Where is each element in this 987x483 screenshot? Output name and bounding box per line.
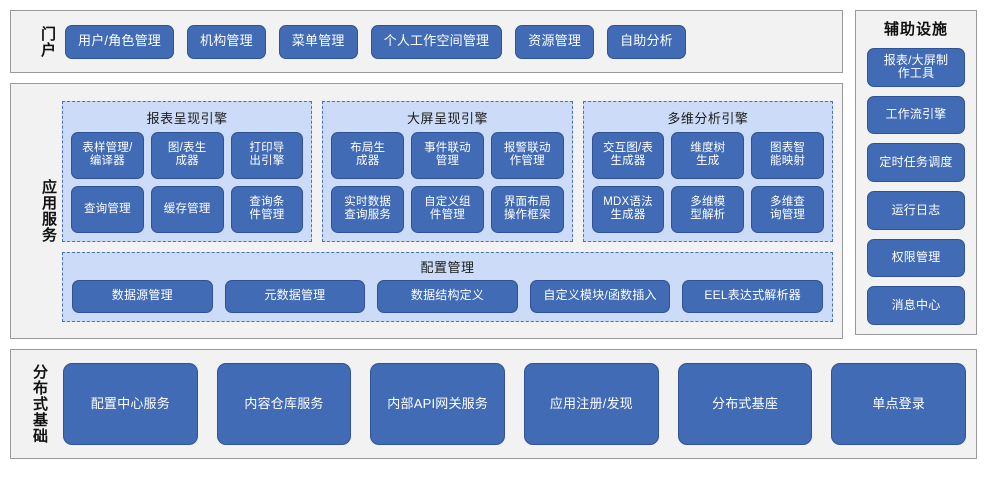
dist-item-single-sign-on[interactable]: 单点登录 (831, 363, 967, 445)
engine-item-cache-management[interactable]: 缓存管理 (150, 185, 224, 233)
aux-item-message-center[interactable]: 消息中心 (867, 286, 965, 326)
engine-item-alarm-linkage-action-management[interactable]: 报警联动 作管理 (490, 131, 564, 179)
application-services-section: 应用服务 报表呈现引擎 表样管理/ 编译器 图/表生 成器 打印导 出引擎 查询… (10, 83, 843, 339)
engine-item-ui-layout-operation-framework[interactable]: 界面布局 操作框架 (490, 185, 564, 233)
engine-item-chart-table-generator[interactable]: 图/表生 成器 (150, 131, 224, 179)
engine-item-query-condition-management[interactable]: 查询条 件管理 (230, 185, 304, 233)
portal-item-resource-management[interactable]: 资源管理 (515, 24, 595, 59)
config-item-custom-module-function-insertion[interactable]: 自定义模块/函数插入 (529, 279, 671, 313)
engine-item-print-export-engine[interactable]: 打印导 出引擎 (230, 131, 304, 179)
aux-item-permission-management[interactable]: 权限管理 (867, 238, 965, 278)
config-item-metadata-management[interactable]: 元数据管理 (224, 279, 366, 313)
engine-item-event-linkage-management[interactable]: 事件联动 管理 (411, 131, 484, 179)
distributed-base-button-row: 配置中心服务 内容仓库服务 内部API网关服务 应用注册/发现 分布式基座 单点… (63, 350, 967, 458)
portal-item-self-service-analysis[interactable]: 自助分析 (607, 24, 686, 59)
engine-item-chart-intelligent-mapping[interactable]: 图表智 能映射 (751, 131, 824, 179)
config-item-data-structure-definition[interactable]: 数据结构定义 (377, 279, 518, 313)
config-item-datasource-management[interactable]: 数据源管理 (72, 279, 213, 313)
engine-panel-report-rendering: 报表呈现引擎 表样管理/ 编译器 图/表生 成器 打印导 出引擎 查询管理 缓存… (62, 100, 313, 242)
aux-item-workflow-engine[interactable]: 工作流引擎 (867, 95, 965, 135)
aux-item-scheduled-task-scheduling[interactable]: 定时任务调度 (867, 143, 965, 183)
configuration-management-panel: 配置管理 数据源管理 元数据管理 数据结构定义 自定义模块/函数插入 EEL表达… (62, 251, 833, 322)
aux-item-report-screen-authoring-tool[interactable]: 报表/大屏制 作工具 (867, 48, 965, 87)
configuration-management-row: 数据源管理 元数据管理 数据结构定义 自定义模块/函数插入 EEL表达式解析器 (72, 279, 823, 313)
portal-item-organization-management[interactable]: 机构管理 (187, 24, 266, 59)
engine-item-query-management[interactable]: 查询管理 (71, 185, 144, 233)
dist-item-content-repository-service[interactable]: 内容仓库服务 (216, 363, 352, 445)
portal-item-personal-workspace-management[interactable]: 个人工作空间管理 (370, 24, 503, 59)
engine-item-multidimensional-model-parsing[interactable]: 多维模 型解析 (671, 185, 745, 233)
portal-section-label: 门户 (39, 25, 56, 58)
portal-item-menu-management[interactable]: 菜单管理 (278, 24, 358, 59)
engine-title-report-rendering: 报表呈现引擎 (146, 110, 228, 126)
portal-item-user-role-management[interactable]: 用户/角色管理 (65, 24, 175, 59)
dist-item-distributed-foundation[interactable]: 分布式基座 (677, 363, 813, 445)
portal-section: 门户 用户/角色管理 机构管理 菜单管理 个人工作空间管理 资源管理 自助分析 (10, 10, 843, 73)
auxiliary-facilities-section: 辅助设施 报表/大屏制 作工具 工作流引擎 定时任务调度 运行日志 权限管理 消… (855, 10, 977, 335)
engine-title-large-screen-rendering: 大屏呈现引擎 (406, 110, 488, 126)
engine-item-multidimensional-query-management[interactable]: 多维查 询管理 (751, 185, 824, 233)
engine-panel-multidimensional-analysis: 多维分析引擎 交互图/表 生成器 维度树 生成 图表智 能映射 MDX语法 生成… (582, 100, 833, 242)
engine-item-report-template-management-compiler[interactable]: 表样管理/ 编译器 (71, 131, 144, 179)
engine-grid-multidimensional-analysis: 交互图/表 生成器 维度树 生成 图表智 能映射 MDX语法 生成器 多维模 型… (591, 131, 824, 233)
dist-item-config-center-service[interactable]: 配置中心服务 (63, 363, 198, 445)
distributed-base-label: 分布式基础 (31, 364, 48, 444)
engines-row: 报表呈现引擎 表样管理/ 编译器 图/表生 成器 打印导 出引擎 查询管理 缓存… (62, 100, 833, 242)
distributed-base-section: 分布式基础 配置中心服务 内容仓库服务 内部API网关服务 应用注册/发现 分布… (10, 349, 977, 459)
engine-item-interactive-chart-table-generator[interactable]: 交互图/表 生成器 (591, 131, 665, 179)
engine-grid-large-screen-rendering: 布局生 成器 事件联动 管理 报警联动 作管理 实时数据 查询服务 自定义组 件… (331, 131, 564, 233)
engine-item-realtime-data-query-service[interactable]: 实时数据 查询服务 (331, 185, 405, 233)
engine-item-dimension-tree-generation[interactable]: 维度树 生成 (671, 131, 745, 179)
engine-panel-large-screen-rendering: 大屏呈现引擎 布局生 成器 事件联动 管理 报警联动 作管理 实时数据 查询服务… (322, 100, 573, 242)
dist-item-internal-api-gateway-service[interactable]: 内部API网关服务 (370, 363, 506, 445)
aux-item-runtime-log[interactable]: 运行日志 (867, 191, 965, 230)
engine-item-mdx-syntax-generator[interactable]: MDX语法 生成器 (591, 185, 665, 233)
auxiliary-facilities-title: 辅助设施 (883, 21, 948, 38)
dist-item-app-registration-discovery[interactable]: 应用注册/发现 (524, 363, 659, 445)
config-item-eel-expression-parser[interactable]: EEL表达式解析器 (682, 279, 823, 313)
engine-grid-report-rendering: 表样管理/ 编译器 图/表生 成器 打印导 出引擎 查询管理 缓存管理 查询条 … (71, 131, 304, 233)
auxiliary-facilities-list: 报表/大屏制 作工具 工作流引擎 定时任务调度 运行日志 权限管理 消息中心 (867, 48, 965, 326)
engine-title-multidimensional-analysis: 多维分析引擎 (667, 110, 749, 126)
portal-button-row: 用户/角色管理 机构管理 菜单管理 个人工作空间管理 资源管理 自助分析 (65, 24, 686, 59)
configuration-management-title: 配置管理 (420, 259, 475, 275)
engine-item-custom-component-management[interactable]: 自定义组 件管理 (411, 185, 484, 233)
engine-item-layout-generator[interactable]: 布局生 成器 (331, 131, 405, 179)
application-services-label: 应用服务 (40, 179, 57, 243)
application-services-body: 报表呈现引擎 表样管理/ 编译器 图/表生 成器 打印导 出引擎 查询管理 缓存… (62, 84, 833, 338)
